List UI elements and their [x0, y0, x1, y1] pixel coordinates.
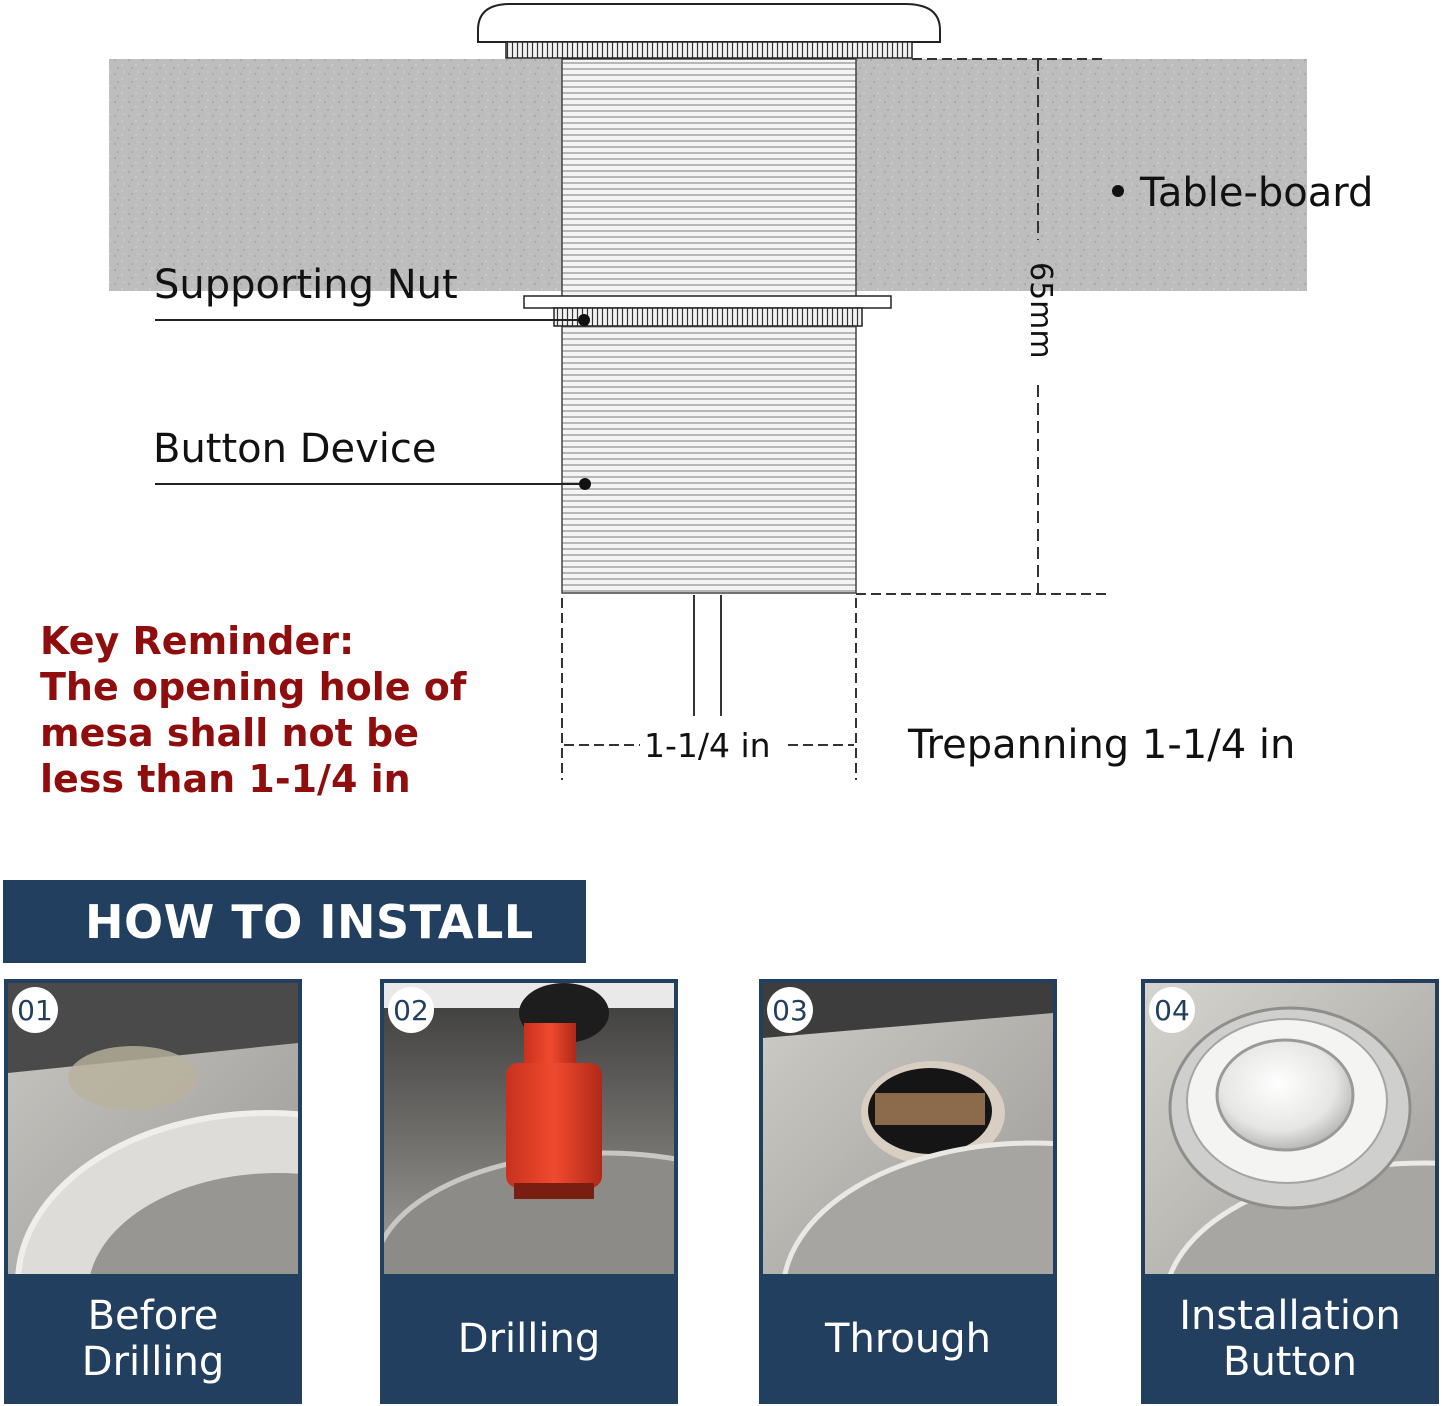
diagram-drawing — [109, 3, 1307, 780]
trepanning-label: Trepanning 1-1/4 in — [908, 722, 1296, 768]
height-dimension-label: 65mm — [1023, 262, 1058, 359]
step-caption-line: Through — [825, 1316, 991, 1362]
install-step-2: 02 Drilling — [380, 979, 678, 1404]
nut-washer — [523, 295, 892, 309]
reminder-line: less than 1-1/4 in — [40, 757, 411, 801]
reminder-line: Key Reminder: — [40, 619, 355, 663]
step-caption: Through — [759, 1274, 1057, 1404]
drilling-photo — [384, 983, 674, 1274]
supporting-nut-label: Supporting Nut — [154, 262, 458, 308]
step-caption-line: Button — [1223, 1339, 1357, 1385]
step-caption-line: Installation — [1179, 1293, 1401, 1339]
table-board-bullet — [1112, 185, 1124, 197]
step-caption-line: Drilling — [81, 1339, 225, 1385]
before-drilling-photo — [8, 983, 298, 1274]
reminder-line: The opening hole of — [40, 665, 467, 709]
cap-knurl — [505, 41, 913, 59]
hole-dimension-label: 1-1/4 in — [644, 726, 771, 765]
installation-button-photo — [1145, 983, 1435, 1274]
key-reminder: Key Reminder: The opening hole of mesa s… — [40, 618, 466, 802]
device-pointer-dot — [579, 478, 591, 490]
step-caption-line: Before — [87, 1293, 219, 1339]
reminder-line: mesa shall not be — [40, 711, 419, 755]
step-caption: Drilling — [380, 1274, 678, 1404]
step-number-badge: 04 — [1149, 987, 1195, 1033]
step-caption: Installation Button — [1141, 1274, 1439, 1404]
button-device-label: Button Device — [153, 426, 437, 472]
step-number-badge: 02 — [388, 987, 434, 1033]
step-caption-line: Drilling — [457, 1316, 601, 1362]
step-caption: Before Drilling — [4, 1274, 302, 1404]
install-step-1: 01 Before Drilling — [4, 979, 302, 1404]
installation-diagram: Table-board Supporting Nut Button Device… — [109, 3, 1374, 780]
table-board-label: Table-board — [1140, 170, 1374, 216]
install-step-4: 04 Installation Button — [1141, 979, 1439, 1404]
nut-pointer-dot — [578, 314, 590, 326]
nut-knurl — [553, 307, 863, 327]
button-cap — [477, 3, 941, 43]
step-number-badge: 03 — [767, 987, 813, 1033]
step-number-badge: 01 — [12, 987, 58, 1033]
install-step-3: 03 Through — [759, 979, 1057, 1404]
through-photo — [763, 983, 1053, 1274]
how-to-install-heading: HOW TO INSTALL — [3, 880, 586, 963]
